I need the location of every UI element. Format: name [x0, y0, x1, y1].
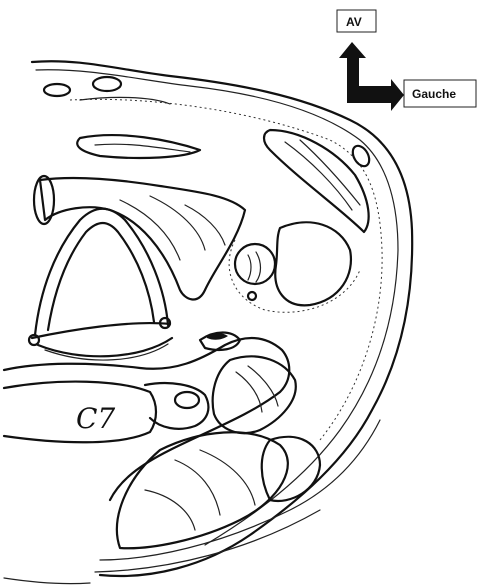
vagus-nerve — [248, 292, 256, 300]
orientation-indicator: AV Gauche — [337, 10, 476, 111]
vessel-oval-left — [44, 84, 70, 96]
carotid-sheath — [229, 222, 360, 312]
vessel-oval-right — [349, 143, 372, 169]
gauche-label: Gauche — [412, 87, 456, 101]
vessel-oval-middle — [93, 77, 121, 91]
vertebra-label: C7 — [76, 402, 115, 435]
jugular-vein — [275, 222, 351, 305]
vertebral-region: C7 — [4, 333, 289, 501]
carotid-artery — [235, 244, 275, 284]
skin-contour — [4, 61, 412, 583]
vertebral-foramen — [175, 392, 199, 408]
airway-cartilage — [29, 176, 245, 360]
av-label: AV — [346, 15, 362, 29]
orientation-arrow-icon — [339, 42, 404, 111]
